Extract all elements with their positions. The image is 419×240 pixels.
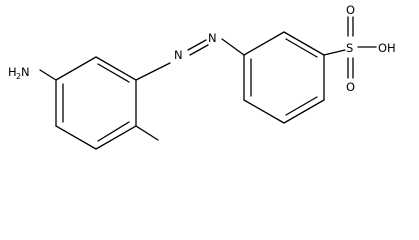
amine-bond	[39, 69, 57, 81]
methyl-bond	[135, 125, 159, 141]
bond	[55, 56, 97, 81]
bond	[95, 56, 137, 81]
molecule-drawing: H 2 N N N S O O OH	[8, 3, 396, 150]
bond	[243, 31, 285, 56]
oxo-top-label: O	[346, 3, 355, 17]
amine-n-label: N	[21, 65, 30, 79]
c-n-bond	[135, 62, 171, 81]
hydroxyl-label: OH	[378, 41, 396, 55]
bond	[283, 31, 325, 56]
right-benzene-ring	[243, 31, 325, 124]
sulfur-label: S	[346, 41, 353, 55]
azo-n2-label: N	[208, 31, 217, 45]
bond-double-inner	[97, 121, 130, 142]
left-benzene-ring	[55, 56, 137, 150]
bond	[95, 125, 137, 150]
bond-double-inner	[97, 63, 130, 83]
oxo-bottom-label: O	[346, 80, 355, 94]
n-c-bond	[221, 38, 245, 56]
bond	[283, 99, 325, 124]
amine-h-label: H	[8, 65, 17, 79]
azo-n1-label: N	[174, 48, 183, 62]
azo-double-bond-b	[189, 44, 209, 56]
structure-diagram: H 2 N N N S O O OH	[8, 3, 396, 150]
bond-double-inner	[285, 96, 318, 116]
bond	[243, 99, 285, 124]
c-s-bond	[323, 49, 346, 56]
azo-double-bond-a	[187, 39, 207, 51]
amine-subscript: 2	[16, 72, 21, 81]
bond-double-inner	[285, 38, 318, 58]
bond	[55, 125, 97, 150]
